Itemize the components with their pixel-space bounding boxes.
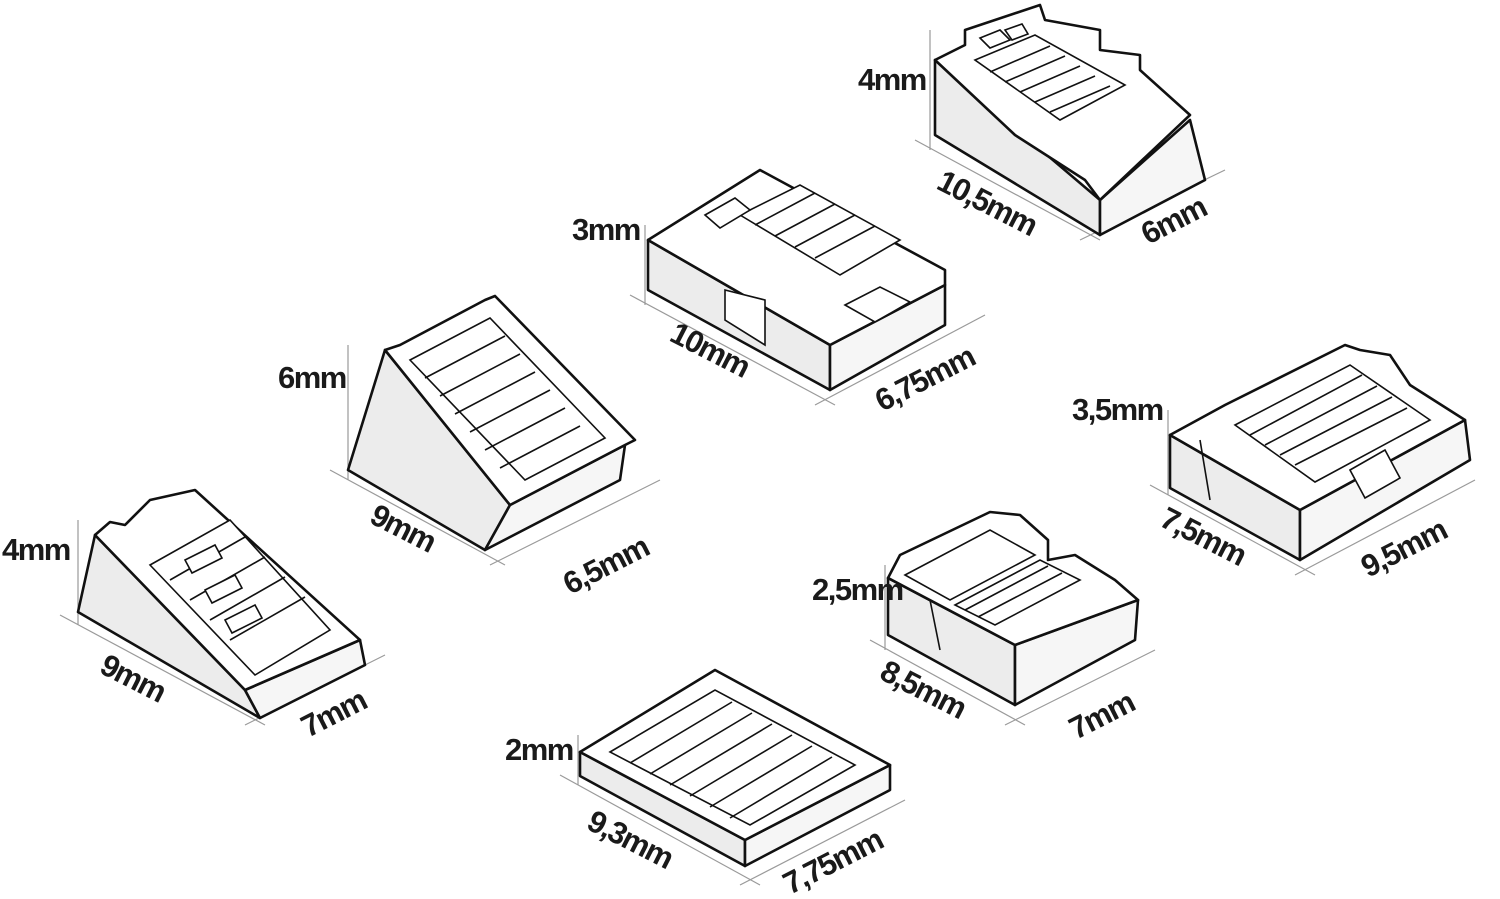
part-6-height-label: 2,5mm xyxy=(812,572,903,607)
part-4-body xyxy=(1168,343,1472,562)
part-5-body xyxy=(76,488,367,720)
part-6-width-label: 7mm xyxy=(1063,684,1139,746)
part-5: 4mm 9mm 7mm xyxy=(2,488,386,744)
part-3-height-label: 6mm xyxy=(278,360,346,395)
part-3-body xyxy=(346,294,637,552)
part-5-height-label: 4mm xyxy=(2,532,70,567)
part-2-body xyxy=(646,168,947,392)
part-1-body xyxy=(933,3,1207,237)
part-7-reference-lines xyxy=(559,735,906,886)
part-4-width-label: 9,5mm xyxy=(1355,512,1452,584)
part-4-height-label: 3,5mm xyxy=(1072,392,1163,427)
part-7-body xyxy=(578,668,892,868)
part-6-reference-lines xyxy=(869,565,1156,726)
part-2-reference-lines xyxy=(629,225,986,406)
part-3: 6mm 9mm 6,5mm xyxy=(278,294,661,601)
part-3-width-label: 6,5mm xyxy=(557,529,654,601)
part-7: 2mm 9,3mm 7,75mm xyxy=(505,668,906,899)
part-3-reference-lines xyxy=(329,345,661,566)
part-2-height-label: 3mm xyxy=(572,212,640,247)
part-4: 3,5mm 7,5mm 9,5mm xyxy=(1072,343,1476,584)
part-1: 4mm 10,5mm 6mm xyxy=(858,3,1226,251)
part-7-height-label: 2mm xyxy=(505,732,573,767)
part-1-height-label: 4mm xyxy=(858,62,926,97)
part-6-body xyxy=(886,510,1140,707)
part-4-reference-lines xyxy=(1149,410,1476,576)
part-2: 3mm 10mm 6,75mm xyxy=(572,168,986,418)
part-6: 2,5mm 8,5mm 7mm xyxy=(812,510,1156,746)
